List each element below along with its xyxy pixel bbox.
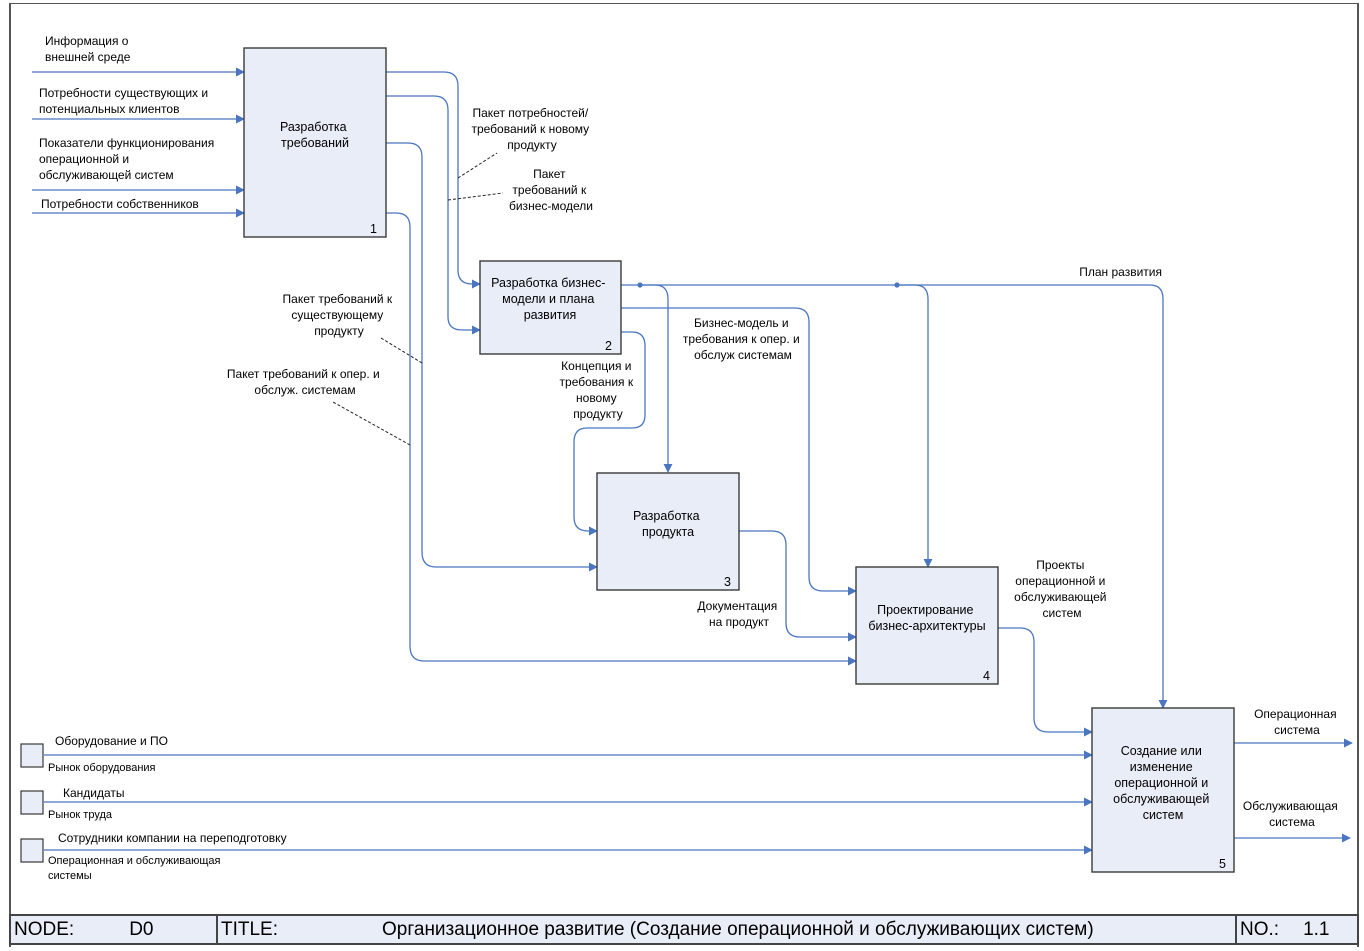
leader-need-package	[457, 152, 498, 179]
external-source-equipment-market[interactable]	[20, 743, 44, 768]
junction-dot	[637, 282, 643, 288]
label-candidates-flow: Кандидаты	[63, 786, 125, 800]
title-value: Организационное развитие (Создание опера…	[382, 918, 1094, 940]
arrow-bm-requirements[interactable]	[386, 95, 481, 335]
no-value: 1.1	[1303, 918, 1330, 940]
box-2[interactable]: Разработка бизнес- модели и плана развит…	[479, 260, 622, 355]
label-op-systems-source: Операционная и обслуживающая системы	[48, 855, 224, 882]
node-value: D0	[129, 918, 154, 940]
title-label: TITLE:	[221, 918, 279, 940]
box-5[interactable]: Создание или изменение операционной и об…	[1091, 707, 1235, 873]
label-existing-product: Пакет требований к существующему продукт…	[283, 292, 396, 338]
arrow-need-package[interactable]	[386, 71, 481, 289]
box-1-title: Разработка требований	[280, 120, 350, 150]
diagram-frame	[9, 3, 1359, 947]
label-equipment-market: Рынок оборудования	[48, 762, 156, 774]
label-client-needs: Потребности существующих и потенциальных…	[39, 86, 211, 116]
arrow-op-systems-req[interactable]	[386, 212, 857, 666]
label-external-info: Информация о внешней среде	[45, 34, 132, 64]
arrow-product-docs[interactable]	[739, 530, 857, 642]
node-cell: NODE: D0	[11, 916, 218, 943]
external-source-labor-market[interactable]	[20, 790, 44, 815]
box-5-number: 5	[1219, 857, 1226, 871]
leader-lines	[332, 152, 504, 446]
label-product-docs: Документация на продукт	[697, 599, 780, 629]
node-label: NODE:	[14, 918, 75, 940]
arrows-layer	[32, 67, 1353, 855]
label-dev-plan: План развития	[1079, 265, 1162, 279]
box-4-title: Проектирование бизнес-архитектуры	[868, 603, 985, 633]
box-3-number: 3	[724, 575, 731, 589]
label-bm-and-req: Бизнес-модель и требования к опер. и обс…	[683, 316, 803, 362]
arrow-bm-and-req[interactable]	[621, 307, 857, 596]
box-3[interactable]: Разработка продукта 3	[596, 472, 740, 591]
box-2-title: Разработка бизнес- модели и плана развит…	[491, 276, 609, 322]
box-5-title: Создание или изменение операционной и об…	[1113, 744, 1213, 822]
leader-bm-requirements	[447, 192, 504, 201]
label-need-package: Пакет потребностей/ требований к новому …	[471, 106, 592, 152]
box-4[interactable]: Проектирование бизнес-архитектуры 4	[855, 566, 999, 685]
external-source-op-systems[interactable]	[20, 838, 44, 863]
label-concept: Концепция и требования к новому продукту	[560, 359, 637, 421]
label-employees-flow: Сотрудники компании на переподготовку	[58, 831, 287, 845]
label-performance: Показатели функционирования операционной…	[39, 136, 218, 182]
leader-existing-product	[380, 337, 423, 364]
label-labor-market: Рынок труда	[48, 809, 113, 821]
title-cell: TITLE: Организационное развитие (Создани…	[218, 916, 1237, 943]
label-op-systems-req: Пакет требований к опер. и обслуж. систе…	[227, 367, 383, 397]
title-block: NODE: D0 TITLE: Организационное развитие…	[9, 914, 1359, 945]
box-4-number: 4	[983, 669, 990, 683]
arrow-system-projects[interactable]	[998, 627, 1093, 737]
no-cell: NO.: 1.1	[1237, 916, 1357, 943]
arrow-existing-product[interactable]	[386, 142, 598, 572]
label-operational-system: Операционная система	[1254, 707, 1340, 737]
box-1-number: 1	[370, 222, 377, 236]
box-2-number: 2	[605, 339, 612, 353]
leader-op-systems-req	[332, 401, 411, 446]
no-label: NO.:	[1240, 918, 1280, 940]
label-system-projects: Проекты операционной и обслуживающей сис…	[1014, 558, 1110, 620]
junction-dot	[894, 282, 900, 288]
label-service-system: Обслуживающая система	[1243, 799, 1341, 829]
arrow-dev-plan-to-box3[interactable]	[640, 284, 673, 473]
arrow-dev-plan[interactable]	[621, 284, 1168, 709]
box-3-title: Разработка продукта	[633, 509, 703, 539]
label-owner-needs: Потребности собственников	[41, 197, 199, 211]
label-bm-requirements: Пакет требований к бизнес-модели	[509, 167, 593, 213]
arrow-concept[interactable]	[573, 331, 646, 536]
box-1[interactable]: Разработка требований 1	[243, 47, 387, 238]
label-equipment-flow: Оборудование и ПО	[55, 734, 168, 748]
arrow-dev-plan-to-box4[interactable]	[897, 284, 933, 568]
